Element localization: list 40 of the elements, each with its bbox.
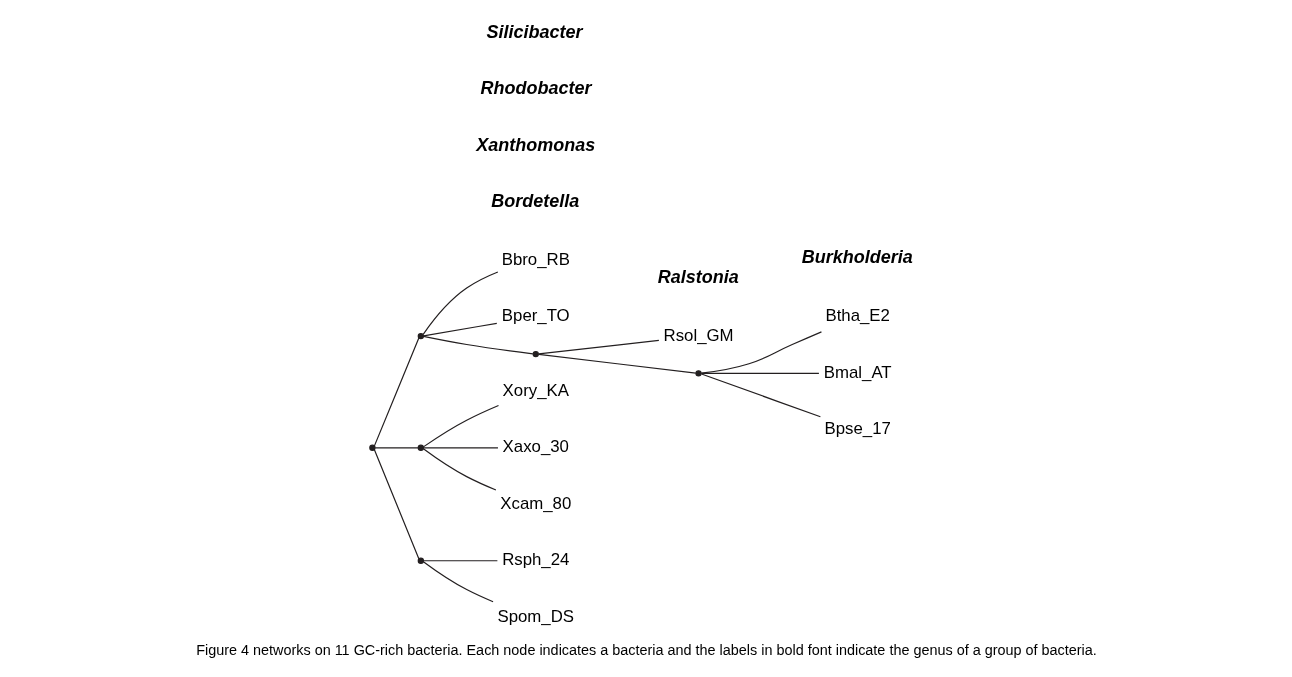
node-point bbox=[532, 350, 539, 358]
connector bbox=[422, 271, 498, 335]
label: Ralstonia bbox=[657, 266, 739, 287]
connector bbox=[700, 331, 822, 374]
node-text: Spom_DS bbox=[496, 606, 574, 626]
connector bbox=[422, 404, 499, 448]
connector bbox=[422, 561, 494, 603]
node-point bbox=[694, 370, 702, 377]
connector bbox=[422, 560, 498, 562]
node-text: Xaxo_30 bbox=[502, 437, 569, 457]
node-text: Xcam_80 bbox=[499, 493, 571, 513]
node-text: Bbro_RB bbox=[501, 249, 570, 269]
connector bbox=[700, 373, 821, 418]
connector bbox=[422, 447, 499, 449]
node-point bbox=[417, 444, 424, 451]
node-text: Xory_KA bbox=[502, 380, 569, 400]
node-text: Bper_TO bbox=[501, 306, 570, 326]
connector bbox=[422, 322, 497, 337]
node-point bbox=[417, 332, 424, 340]
connector bbox=[700, 372, 819, 374]
label: Burkholderia bbox=[801, 247, 913, 268]
connector bbox=[422, 448, 497, 491]
connector bbox=[373, 337, 419, 447]
node-text: Rsph_24 bbox=[501, 550, 569, 570]
node-text: Rsol_GM bbox=[663, 325, 734, 345]
node-text: Bmal_AT bbox=[823, 362, 892, 382]
connector bbox=[374, 447, 419, 449]
label: Silicibacter bbox=[486, 21, 583, 42]
label: Rhodobacter bbox=[480, 78, 592, 99]
node-point bbox=[368, 444, 376, 451]
node-text: Bpse_17 bbox=[824, 419, 891, 439]
node-point bbox=[417, 557, 424, 564]
connector bbox=[537, 353, 696, 374]
connector bbox=[537, 339, 659, 355]
label: Bordetella bbox=[490, 190, 579, 211]
node-text: Btha_E2 bbox=[824, 306, 890, 326]
connector bbox=[373, 449, 419, 560]
caption: Figure 4 networks on 11 GC-rich bacteria. Each node indicates a bacteria and the labels in bold font indicate the genus of a group of bacteria. bbox=[195, 642, 1097, 659]
connector bbox=[422, 335, 533, 355]
label: Xanthomonas bbox=[475, 134, 595, 155]
